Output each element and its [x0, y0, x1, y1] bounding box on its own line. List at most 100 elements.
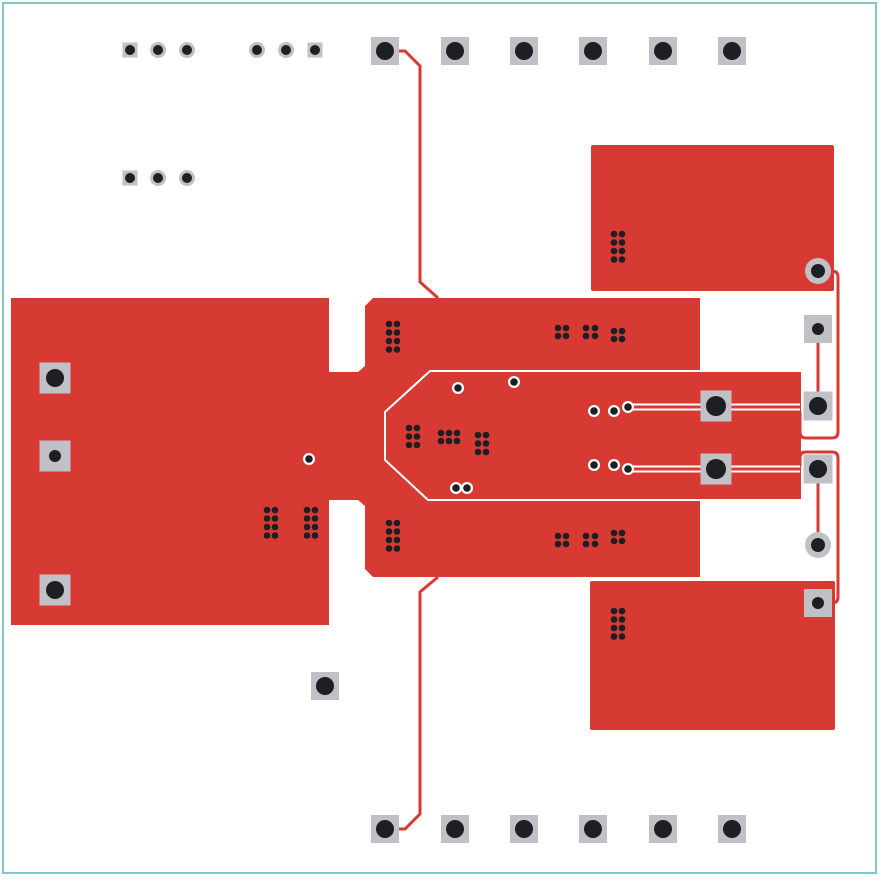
pad-hole — [49, 450, 61, 462]
via — [263, 515, 271, 522]
via — [413, 441, 421, 449]
via — [618, 230, 626, 238]
pad-hole — [153, 173, 163, 183]
via — [385, 329, 393, 336]
via — [591, 540, 599, 548]
via — [385, 536, 393, 544]
via — [303, 523, 311, 531]
via — [582, 332, 590, 340]
via — [393, 528, 401, 535]
pad-hole — [706, 459, 726, 479]
via — [618, 607, 626, 615]
pad-hole — [281, 45, 291, 55]
pad-hole — [723, 42, 741, 60]
via — [303, 515, 311, 522]
via — [385, 528, 393, 535]
via — [393, 329, 401, 336]
pad-hole — [182, 45, 192, 55]
via — [590, 461, 598, 469]
via — [482, 440, 490, 447]
via — [618, 529, 626, 537]
via — [610, 633, 618, 640]
via — [610, 616, 618, 623]
via — [271, 523, 279, 531]
via — [385, 320, 393, 328]
pad-hole — [376, 42, 394, 60]
via — [624, 403, 632, 411]
via — [562, 324, 570, 332]
right-bottom-copper-pour — [590, 581, 835, 730]
via — [311, 523, 319, 531]
via — [263, 532, 271, 539]
pad-hole — [515, 42, 533, 60]
via — [305, 455, 313, 463]
pad-hole — [809, 397, 827, 415]
via — [591, 332, 599, 340]
via — [610, 537, 618, 545]
via — [610, 461, 618, 469]
via — [405, 424, 413, 432]
via — [454, 384, 462, 392]
pad-hole — [182, 173, 192, 183]
via — [610, 624, 618, 632]
via — [582, 540, 590, 548]
pad-hole — [310, 45, 320, 55]
pad-hole — [706, 396, 726, 416]
pad-hole — [811, 538, 825, 552]
via — [618, 616, 626, 623]
via — [610, 327, 618, 335]
via — [393, 519, 401, 527]
via — [610, 247, 618, 255]
pad-hole — [252, 45, 262, 55]
via — [303, 532, 311, 539]
via — [590, 407, 598, 415]
via — [618, 624, 626, 632]
via — [554, 332, 562, 340]
via — [445, 429, 453, 437]
pad-hole — [316, 677, 334, 695]
via — [271, 506, 279, 514]
via — [393, 337, 401, 345]
via — [562, 532, 570, 540]
via — [554, 324, 562, 332]
via — [453, 429, 461, 437]
pad-hole — [811, 264, 825, 278]
via — [610, 256, 618, 263]
pad-hole — [125, 45, 135, 55]
via — [610, 335, 618, 343]
pad-hole — [723, 820, 741, 838]
pad-hole — [809, 460, 827, 478]
via — [610, 607, 618, 615]
via — [393, 545, 401, 552]
via — [582, 324, 590, 332]
via — [303, 506, 311, 514]
via — [393, 346, 401, 353]
via — [610, 239, 618, 246]
via — [393, 536, 401, 544]
via — [437, 437, 445, 445]
via — [263, 506, 271, 514]
via — [463, 484, 471, 492]
pad-hole — [584, 42, 602, 60]
pad-hole — [654, 42, 672, 60]
pad-hole — [584, 820, 602, 838]
pad-hole — [446, 820, 464, 838]
via — [610, 529, 618, 537]
pad-hole — [46, 581, 64, 599]
via — [385, 545, 393, 552]
via — [482, 448, 490, 456]
via — [554, 540, 562, 548]
via — [618, 239, 626, 246]
via — [562, 332, 570, 340]
via — [413, 433, 421, 440]
via — [311, 506, 319, 514]
via — [393, 320, 401, 328]
via — [271, 515, 279, 522]
via — [311, 532, 319, 539]
pad-hole — [446, 42, 464, 60]
pad-hole — [515, 820, 533, 838]
via — [591, 324, 599, 332]
pad-hole — [376, 820, 394, 838]
via — [271, 532, 279, 539]
via — [618, 327, 626, 335]
